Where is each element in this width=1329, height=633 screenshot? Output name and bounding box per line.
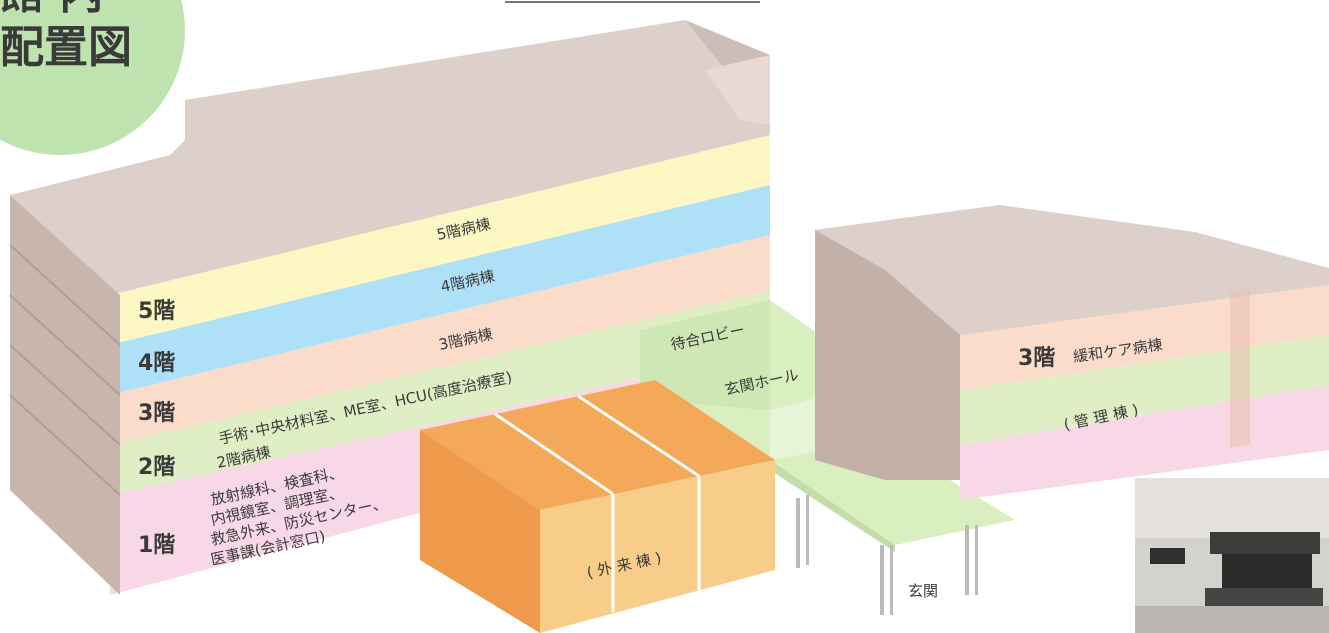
admin-floor-label: 3階 <box>1018 346 1055 371</box>
floor-5-label: 5階 <box>138 299 175 324</box>
title-badge: 館 内 配置図 <box>0 0 185 155</box>
outpatient-wing: ( 外 来 棟 ) <box>420 380 775 633</box>
isolator-photo <box>1135 478 1329 633</box>
outpatient-front <box>540 460 775 633</box>
outpatient-left <box>420 430 540 633</box>
main-building: 5階 4階 3階 2階 1階 5階病棟 4階病棟 3階病棟 手術･中央材料室、M… <box>9 20 770 595</box>
main-roof <box>10 20 770 295</box>
floor-3-label: 3階 <box>138 401 175 426</box>
entrance-label: 玄関 <box>908 582 938 600</box>
title-line-2: 配置図 <box>0 22 132 73</box>
floor-5-band <box>110 135 770 345</box>
admin-building: 3階 緩和ケア病棟 ( 管 理 棟 ) <box>815 205 1329 500</box>
entrance-canopy: 玄関 <box>770 440 1015 615</box>
outpatient-top <box>420 380 775 510</box>
floor-1-label: 1階 <box>138 533 175 558</box>
floor-4-band <box>110 185 770 395</box>
admin-roof <box>885 232 1329 335</box>
floor-4-label: 4階 <box>138 351 175 376</box>
floor-2-band <box>110 290 770 495</box>
floor-3-band <box>110 235 770 445</box>
floor-2-label: 2階 <box>138 455 175 480</box>
title-line-1: 館 内 <box>0 0 103 19</box>
